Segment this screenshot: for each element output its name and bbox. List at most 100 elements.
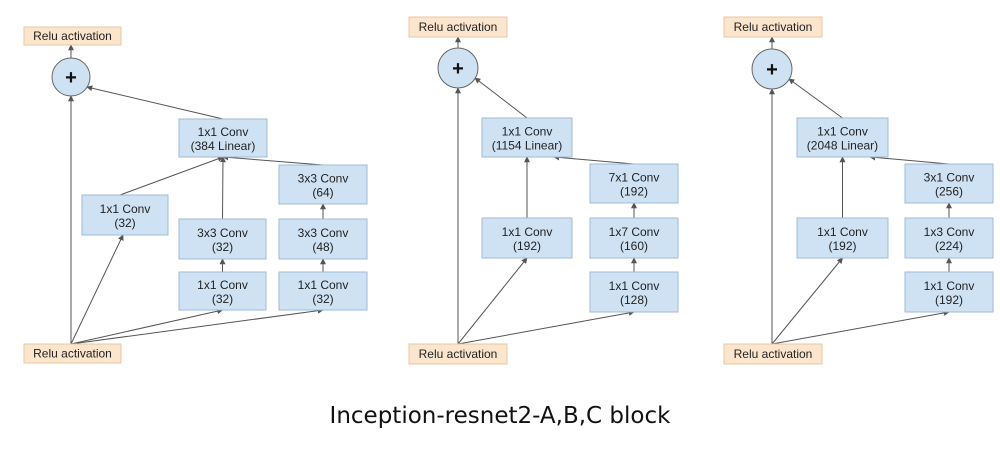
block-a-input-relu: Relu activation — [23, 343, 122, 364]
block-c-branch1-conv: 1x1 Conv(192) — [796, 217, 889, 259]
block-c-branch2-conv1x3-type: 1x3 Conv — [924, 225, 975, 239]
block-a-branch3-conv3x3b-size: (64) — [312, 186, 333, 200]
block-a-branch2-conv3x3-size: (32) — [212, 240, 233, 254]
block-b-branch1-conv-type: 1x1 Conv — [502, 225, 553, 239]
block-a-branch3-to-merge-line — [222, 154, 324, 166]
block-a-branch3-conv3x3a: 3x3 Conv(48) — [278, 218, 368, 260]
block-c-add-node: + — [751, 48, 793, 90]
block-c-in-to-branch1-line — [771, 257, 843, 345]
block-c-output-relu-rect — [723, 16, 823, 38]
block-c-add-node-symbol: + — [766, 59, 778, 81]
block-b-input-relu-rect — [408, 343, 508, 365]
block-a-branch2-conv1x1: 1x1 Conv(32) — [178, 271, 267, 311]
block-b-branch2-conv7x1-rect — [589, 163, 679, 204]
block-b-branch2-to-merge-line — [553, 154, 635, 165]
block-a-merge-conv-rect — [178, 118, 268, 158]
block-a-merge-conv-size: (384 Linear) — [191, 139, 256, 153]
block-c-branch2-conv1x3: 1x3 Conv(224) — [904, 217, 994, 259]
block-c-merge-conv-rect — [796, 117, 889, 158]
block-a-branch3-conv1x1-size: (32) — [312, 292, 333, 306]
block-b-branch2-conv1x7-type: 1x7 Conv — [609, 225, 660, 239]
block-c-merge-conv-type: 1x1 Conv — [817, 125, 868, 139]
block-b-branch2-conv1x7: 1x7 Conv(160) — [589, 217, 679, 259]
block-b-output-relu-rect — [408, 16, 508, 38]
block-a-branch2-conv3x3-type: 3x3 Conv — [197, 226, 248, 240]
block-c-branch2-conv3x1-size: (256) — [935, 185, 963, 199]
block-a-merge-conv-type: 1x1 Conv — [198, 125, 249, 139]
block-c-merge-to-add-line — [788, 78, 843, 119]
block-b-branch2-conv1x1: 1x1 Conv(128) — [589, 271, 679, 313]
block-b-merge-conv-size: (1154 Linear) — [492, 139, 563, 153]
block-b-branch1-conv: 1x1 Conv(192) — [481, 217, 573, 259]
block-c-branch1-conv-type: 1x1 Conv — [817, 225, 868, 239]
block-a-branch1-to-merge-line — [119, 156, 224, 196]
block-b-output-relu: Relu activation — [408, 16, 508, 38]
block-c-branch1-conv-rect — [796, 217, 889, 259]
block-c-merge-conv-size: (2048 Linear) — [807, 139, 878, 153]
block-c-merge-conv: 1x1 Conv(2048 Linear) — [796, 117, 889, 158]
block-b-merge-conv: 1x1 Conv(1154 Linear) — [481, 117, 573, 158]
block-a-output-relu: Relu activation — [23, 26, 122, 46]
block-c-branch2-conv3x1-rect — [904, 163, 994, 204]
block-a-merge-to-add-line — [86, 85, 224, 120]
block-a-branch3-conv3x3b: 3x3 Conv(64) — [278, 164, 368, 205]
block-b-merge-conv-rect — [481, 117, 573, 158]
block-c-branch2-conv1x1-size: (192) — [935, 293, 963, 307]
block-a-branch2-conv3x3-rect — [178, 218, 267, 260]
block-a-add-node: + — [51, 57, 91, 97]
block-a-branch3-conv1x1: 1x1 Conv(32) — [278, 271, 368, 311]
block-b-output-relu-label: Relu activation — [419, 20, 498, 34]
block-b-add-node-symbol: + — [452, 58, 464, 80]
block-c-branch2-conv1x3-rect — [904, 217, 994, 259]
block-a-input-relu-rect — [23, 343, 122, 364]
connector-lines — [68, 36, 952, 345]
block-a-branch3-conv3x3a-type: 3x3 Conv — [298, 226, 349, 240]
block-b-branch2-conv1x1-type: 1x1 Conv — [609, 279, 660, 293]
block-a-input-relu-label: Relu activation — [33, 347, 112, 361]
block-b-branch2-conv1x7-rect — [589, 217, 679, 259]
block-b-branch1-conv-rect — [481, 217, 573, 259]
block-a-branch2-conv1x1-rect — [178, 271, 267, 311]
block-b-input-relu-label: Relu activation — [419, 347, 498, 361]
block-b-in-to-branch1-line — [457, 257, 528, 345]
block-a-branch1-conv-rect — [81, 194, 169, 236]
block-c-branch2-conv3x1: 3x1 Conv(256) — [904, 163, 994, 204]
block-b-branch2-conv1x7-size: (160) — [620, 239, 648, 253]
block-c-in-to-branch2-line — [771, 309, 950, 345]
block-b-branch1-conv-size: (192) — [513, 239, 541, 253]
block-a-branch2-conv3x3: 3x3 Conv(32) — [178, 218, 267, 260]
block-a-branch3-conv1x1-type: 1x1 Conv — [298, 278, 349, 292]
block-b-branch2-conv7x1-type: 7x1 Conv — [609, 171, 660, 185]
block-c-output-relu-label: Relu activation — [734, 20, 813, 34]
block-a-branch2-conv1x1-type: 1x1 Conv — [197, 278, 248, 292]
block-a-branch2-to-merge-line — [219, 156, 226, 220]
block-b-branch2-conv1x1-size: (128) — [620, 293, 648, 307]
block-c-add-node-circle — [751, 48, 793, 90]
block-b-branch2-conv7x1: 7x1 Conv(192) — [589, 163, 679, 204]
block-b-in-to-branch2-line — [457, 309, 635, 345]
block-a-branch3-conv3x3b-type: 3x3 Conv — [298, 172, 349, 186]
block-b-add-node: + — [437, 47, 479, 89]
block-c-branch2-conv3x1-type: 3x1 Conv — [924, 171, 975, 185]
block-a-branch3-conv1x1-rect — [278, 271, 368, 311]
block-c-branch2-conv1x1-type: 1x1 Conv — [924, 279, 975, 293]
block-a-branch2-conv1x1-size: (32) — [212, 292, 233, 306]
block-b-branch2-conv7x1-size: (192) — [620, 185, 648, 199]
diagram-caption: Inception-resnet2-A,B,C block — [329, 403, 671, 429]
block-a-in-to-branch2-line — [70, 308, 224, 345]
block-a-add-node-circle — [51, 57, 91, 97]
block-a-branch3-conv3x3a-rect — [278, 218, 368, 260]
block-a-merge-conv: 1x1 Conv(384 Linear) — [178, 118, 268, 158]
block-a-branch3-conv3x3b-rect — [278, 164, 368, 205]
block-c-branch2-conv1x1-rect — [904, 271, 994, 313]
block-a-output-relu-rect — [23, 26, 122, 46]
block-b-input-relu: Relu activation — [408, 343, 508, 365]
block-c-branch2-to-merge-line — [869, 154, 950, 165]
block-c-branch2-conv1x3-size: (224) — [935, 239, 963, 253]
block-a-branch1-conv-size: (32) — [114, 216, 135, 230]
block-a-branch1-conv-type: 1x1 Conv — [100, 202, 151, 216]
block-a-in-to-branch1-line — [70, 234, 124, 345]
block-c-output-relu: Relu activation — [723, 16, 823, 38]
